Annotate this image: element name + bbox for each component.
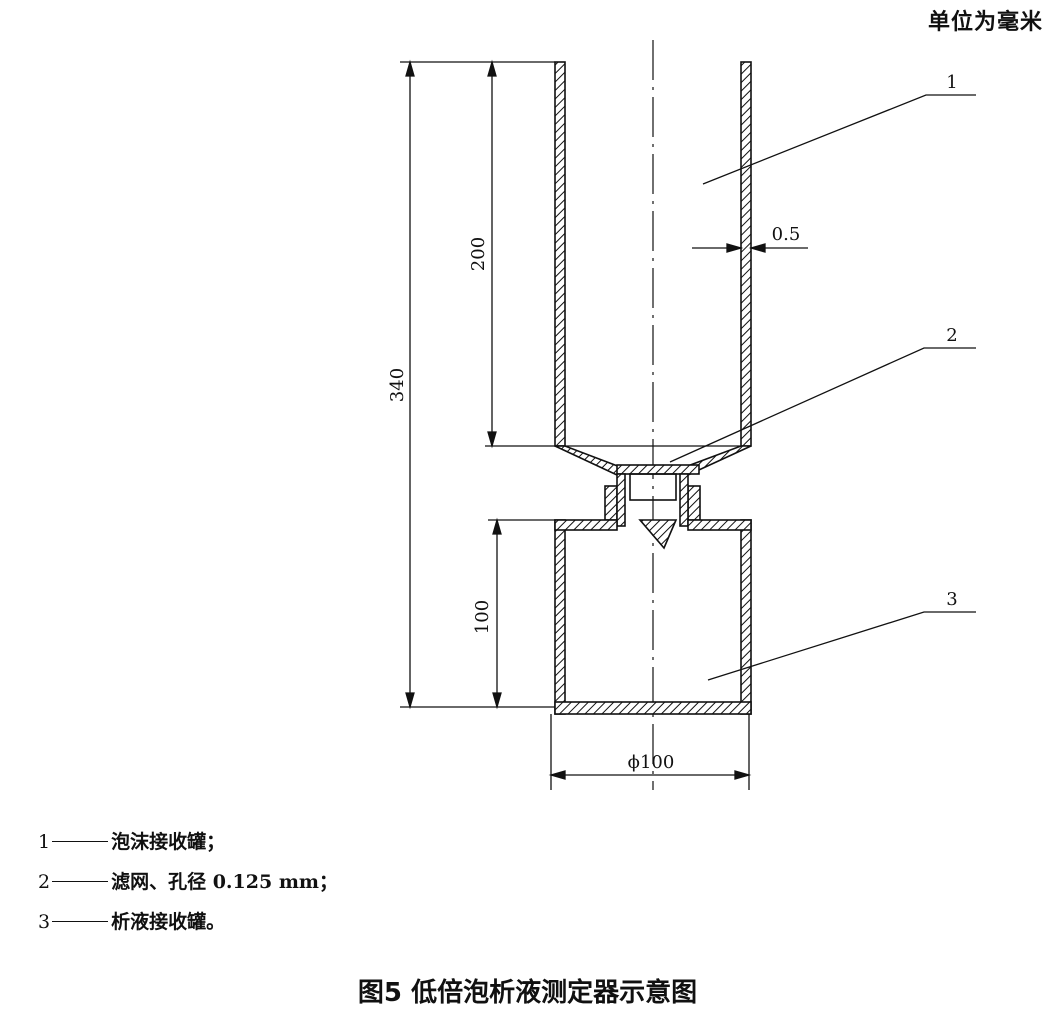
legend-text: 析液接收罐。	[111, 911, 226, 933]
callout-3: 3	[946, 589, 957, 610]
callout-1: 1	[946, 72, 957, 93]
figure-caption: 图5 低倍泡析液测定器示意图	[357, 978, 698, 1008]
dim-wall-thickness: 0.5	[772, 224, 801, 245]
dim-total-height: 340	[387, 368, 408, 402]
legend-text: 泡沫接收罐；	[111, 831, 226, 853]
legend-item-3: 3 析液接收罐。	[38, 902, 338, 942]
filter-mesh	[604, 464, 701, 550]
callout-leaders	[669, 94, 976, 681]
legend-num: 2	[38, 871, 51, 893]
dim-diameter: ϕ100	[628, 752, 675, 773]
legend-dash	[52, 840, 109, 842]
dim-upper-height: 200	[468, 237, 489, 271]
dimension-lines	[400, 59, 808, 790]
legend-num: 1	[38, 831, 51, 853]
legend: 1 泡沫接收罐； 2 滤网、孔径 0.125 mm； 3 析液接收罐。	[38, 822, 338, 942]
legend-num: 3	[38, 911, 51, 933]
dim-lower-height: 100	[472, 600, 493, 634]
legend-item-2: 2 滤网、孔径 0.125 mm；	[38, 862, 338, 902]
legend-dash	[52, 880, 109, 882]
unit-note: 单位为毫米	[927, 10, 1043, 35]
legend-text: 滤网、孔径 0.125 mm；	[111, 871, 339, 893]
legend-item-1: 1 泡沫接收罐；	[38, 822, 338, 862]
callout-2: 2	[946, 325, 957, 346]
drainage-receiver	[554, 519, 752, 715]
legend-dash	[52, 920, 109, 922]
